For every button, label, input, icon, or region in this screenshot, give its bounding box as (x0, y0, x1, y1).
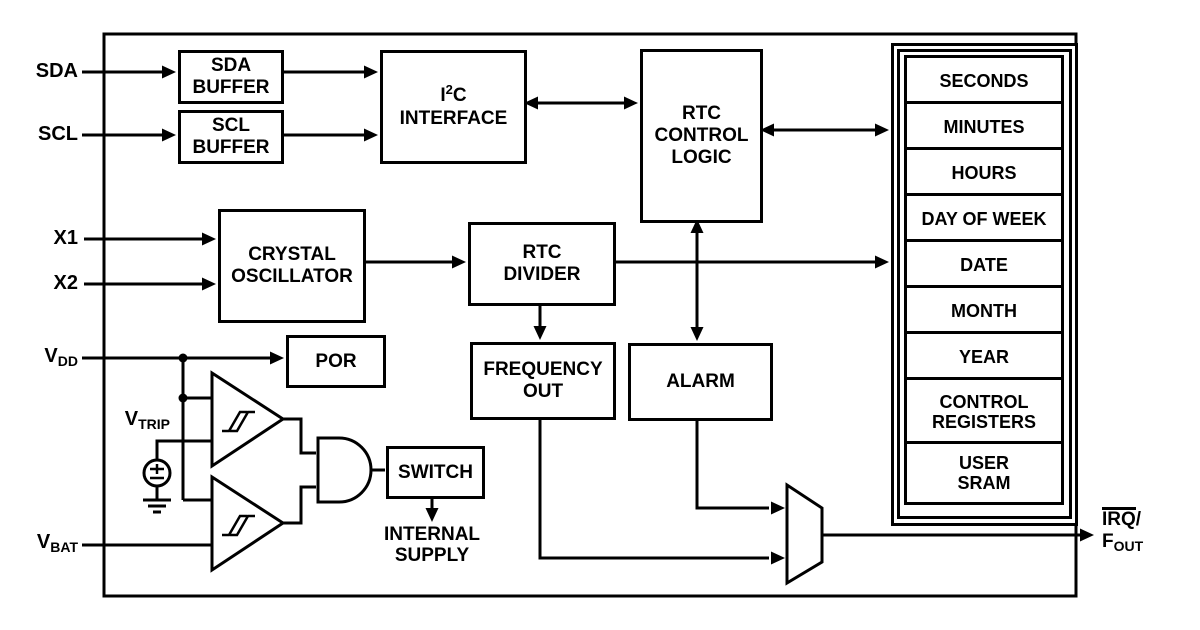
block-switch: SWITCH (386, 446, 485, 499)
wire-vtrip (155, 439, 212, 459)
wire-compbottom-gate (283, 485, 316, 525)
pin-label-x1: X1 (53, 227, 78, 249)
register-row-date: DATE (904, 239, 1064, 291)
register-row-year: YEAR (904, 331, 1064, 383)
ground-symbol (143, 486, 171, 514)
pin-label-vtrip: VTRIP (124, 408, 170, 432)
schmitt-comparator-bottom-symbol (210, 474, 286, 573)
irq-fout-label: IRQ/ FOUT (1102, 507, 1144, 554)
arrowheads (162, 65, 1094, 565)
register-row-day-of-week: DAY OF WEEK (904, 193, 1064, 245)
plus-minus-glyph (150, 464, 164, 480)
register-row-month: MONTH (904, 285, 1064, 337)
register-row-hours: HOURS (904, 147, 1064, 199)
hysteresis-glyph-bottom (222, 514, 255, 537)
block-alarm: ALARM (628, 343, 773, 421)
wire-comptop-gate (283, 417, 316, 455)
register-row-minutes: MINUTES (904, 101, 1064, 153)
junction-dots (178, 353, 188, 403)
pin-label-vbat: VBAT (36, 531, 78, 555)
pin-label-sda: SDA (35, 60, 78, 82)
and-gate-symbol (316, 436, 373, 504)
schmitt-comparator-top-symbol (210, 370, 286, 469)
wire-alarm-mux (695, 415, 769, 510)
pin-label-x2: X2 (53, 272, 78, 294)
pin-label-scl: SCL (38, 123, 78, 145)
hysteresis-glyph-top (222, 410, 255, 433)
wire-freqout-mux (538, 414, 769, 560)
mux-symbol (785, 482, 824, 586)
block-por: POR (286, 335, 386, 388)
block-i2c-interface: I2C INTERFACE (380, 50, 527, 164)
internal-supply-label: INTERNAL SUPPLY (383, 524, 481, 566)
pin-label-vdd: VDD (44, 345, 78, 369)
register-row-seconds: SECONDS (904, 55, 1064, 107)
